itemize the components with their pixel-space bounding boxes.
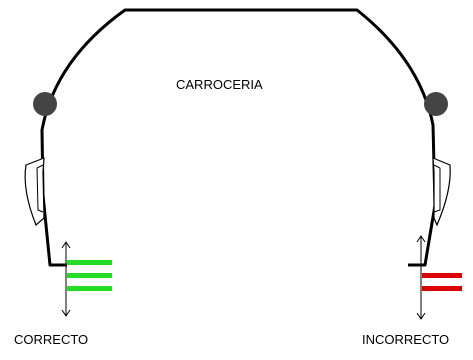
correct-bar-3 — [67, 286, 112, 291]
right-mirror-inner — [433, 164, 441, 213]
incorrect-indicator — [416, 235, 462, 320]
correct-label: CORRECTO — [14, 332, 89, 347]
right-knob-icon — [424, 92, 448, 116]
left-knob-icon — [33, 92, 57, 116]
incorrect-label: INCORRECTO — [362, 332, 450, 347]
correct-indicator — [61, 241, 112, 317]
correct-bar-1 — [67, 260, 112, 265]
right-mirror — [432, 157, 451, 227]
car-body-outline — [40, 8, 437, 267]
incorrect-bar-2 — [422, 286, 462, 291]
correct-bar-2 — [67, 273, 112, 278]
left-mirror — [24, 157, 45, 227]
car-body-title: CARROCERIA — [176, 77, 263, 92]
left-mirror-inner — [36, 164, 44, 213]
incorrect-bar-1 — [422, 273, 462, 278]
